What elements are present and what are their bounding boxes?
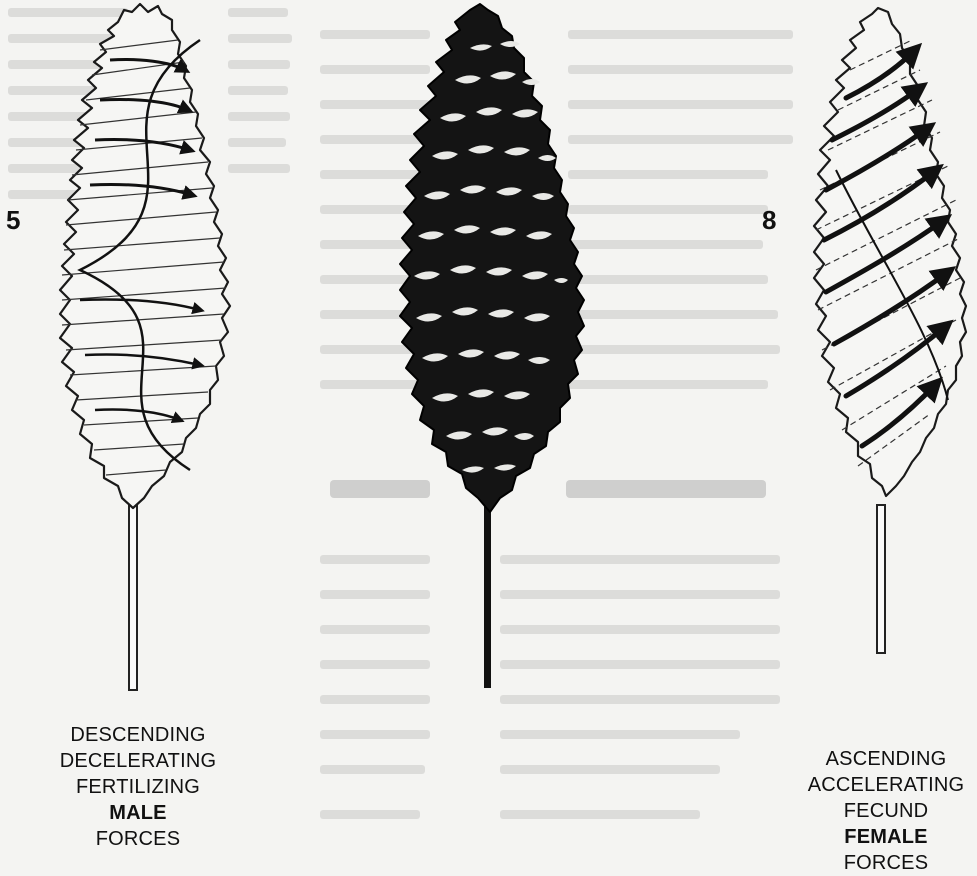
left-label-line: MALE [38,800,238,826]
right-caption: ASCENDING ACCELERATING FECUND FEMALE FOR… [800,746,972,876]
right-cone-outline [814,8,966,496]
left-cone-outline [60,4,230,508]
left-cone-stem [129,505,137,690]
left-label-line: FERTILIZING [38,774,238,800]
center-cone [400,4,584,688]
right-label-line: ASCENDING [800,746,972,772]
left-label-line: DECELERATING [38,748,238,774]
right-cone-number: 8 [762,207,776,233]
left-cone-male [60,4,230,690]
center-cone-outline [400,4,584,512]
left-label-line: FORCES [38,826,238,852]
right-label-line: FECUND [800,798,972,824]
left-label-line: DESCENDING [38,722,238,748]
left-cone-number: 5 [6,207,20,233]
right-cone-stem [877,505,885,653]
right-cone-female [814,8,966,653]
left-caption: DESCENDING DECELERATING FERTILIZING MALE… [38,722,238,852]
right-label-line: FEMALE [800,824,972,850]
center-cone-stem [484,500,491,688]
right-label-line: ACCELERATING [800,772,972,798]
right-label-line: FORCES [800,850,972,876]
